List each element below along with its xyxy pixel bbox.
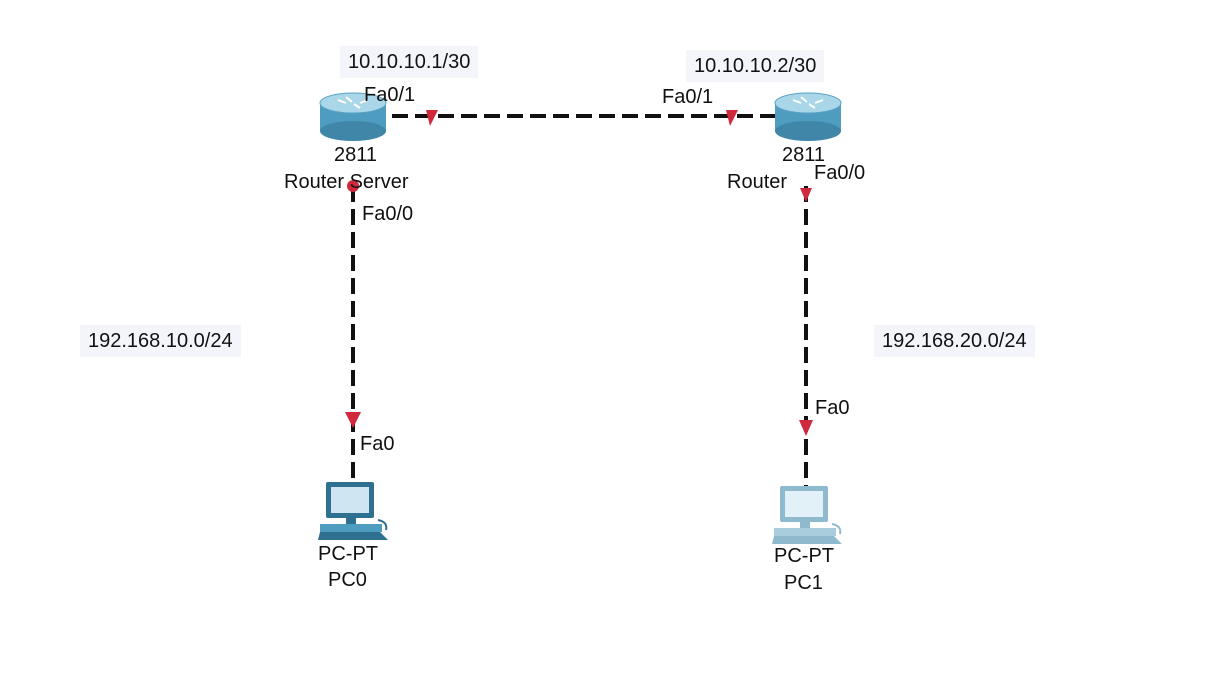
router-server-model: 2811	[334, 144, 378, 166]
port-label-router-fa0-0: Fa0/0	[814, 162, 866, 184]
link-marker-router-server-fa0-1	[426, 110, 438, 126]
pc0-name: PC0	[328, 569, 367, 591]
router-icon[interactable]	[774, 92, 842, 141]
pc1-model: PC-PT	[774, 545, 834, 567]
port-label-router-fa0-1: Fa0/1	[662, 86, 714, 108]
pc-icon[interactable]	[318, 482, 388, 540]
link-marker-router-fa0-0	[800, 188, 812, 202]
note-wan-left: 10.10.10.1/30	[340, 46, 479, 78]
link-marker-router-fa0-1	[726, 110, 738, 126]
pc0-model: PC-PT	[318, 543, 378, 565]
pc1-name: PC1	[784, 572, 823, 594]
router-name: Router	[727, 171, 788, 193]
port-label-pc0-fa0: Fa0	[360, 433, 395, 455]
router-model: 2811	[782, 144, 826, 166]
note-wan-right: 10.10.10.2/30	[686, 50, 825, 82]
port-label-router-server-fa0-0: Fa0/0	[362, 203, 414, 225]
router-server-name: Router Server	[284, 171, 409, 193]
router-icon[interactable]	[319, 92, 387, 141]
link-marker-pc0-fa0	[345, 412, 361, 428]
pc-icon[interactable]	[772, 486, 842, 544]
note-lan-left: 192.168.10.0/24	[80, 325, 241, 357]
port-label-pc1-fa0: Fa0	[815, 397, 850, 419]
port-label-router-server-fa0-1: Fa0/1	[364, 84, 416, 106]
link-marker-router-server-fa0-0	[347, 180, 359, 192]
note-lan-right: 192.168.20.0/24	[874, 325, 1035, 357]
link-marker-pc1-fa0	[799, 420, 813, 436]
